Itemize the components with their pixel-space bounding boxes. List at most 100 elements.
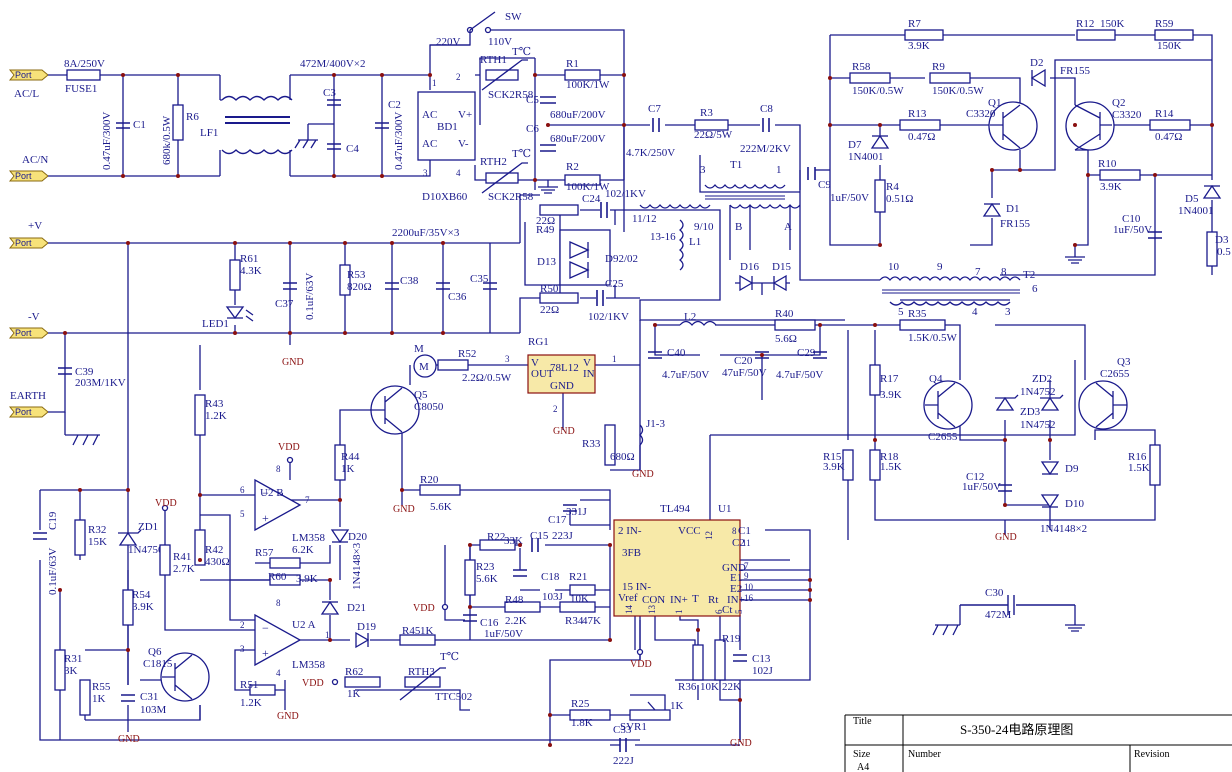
svg-text:2.2K: 2.2K — [505, 615, 527, 627]
svg-text:R13: R13 — [908, 108, 927, 120]
transformer-t1: 3 T1 1 — [700, 159, 786, 200]
svg-text:680uF/200V: 680uF/200V — [550, 133, 606, 145]
svg-text:A4: A4 — [857, 762, 869, 772]
svg-text:C17: C17 — [548, 514, 567, 526]
svg-text:3.9K: 3.9K — [296, 573, 318, 585]
svg-text:1.2K: 1.2K — [205, 410, 227, 422]
svg-text:R34: R34 — [565, 615, 584, 627]
svg-text:3K: 3K — [64, 665, 78, 677]
ground-3: GND — [282, 333, 304, 368]
svg-text:150K/0.5W: 150K/0.5W — [852, 85, 904, 97]
transistor-q2: Q2 C3320 — [1065, 97, 1142, 151]
svg-text:R16: R16 — [1128, 451, 1147, 463]
svg-text:RG1: RG1 — [528, 336, 549, 348]
resistor-r10: R10 3.9K — [1098, 158, 1141, 193]
vdd-5: VDD — [630, 648, 652, 670]
svg-text:0.47Ω: 0.47Ω — [1155, 131, 1182, 143]
svg-text:D1: D1 — [1006, 203, 1019, 215]
svg-text:GND: GND — [277, 711, 299, 722]
thermistor-rth1: RTH1 T℃ SCK2R58 — [480, 46, 534, 101]
svg-text:3: 3 — [1005, 306, 1011, 318]
svg-text:IN: IN — [583, 368, 595, 380]
svg-text:11: 11 — [742, 538, 751, 548]
resistor-r31: R31 3K — [54, 649, 82, 691]
svg-text:22Ω: 22Ω — [540, 304, 559, 316]
svg-text:ZD1: ZD1 — [138, 521, 158, 533]
svg-text:220V: 220V — [436, 36, 461, 48]
svg-text:V+: V+ — [458, 109, 472, 121]
transistor-q4: Q4 C2655 — [923, 373, 973, 443]
diode-d9: D9 — [1040, 461, 1079, 476]
svg-text:4.3K: 4.3K — [240, 265, 262, 277]
capacitor-c36: C36 — [436, 282, 467, 303]
thermistor-rth2: RTH2 T℃ SCK2R58 — [480, 148, 534, 203]
svg-text:RTH3: RTH3 — [408, 666, 435, 678]
port-ac-l: Port AC/L — [8, 69, 49, 100]
svg-text:7: 7 — [305, 495, 310, 505]
svg-text:C36: C36 — [448, 291, 467, 303]
svg-text:LM358: LM358 — [292, 532, 326, 544]
svg-text:15K: 15K — [88, 536, 107, 548]
dual-diode-d13: D13 D92/02 — [537, 229, 638, 286]
resistor-r42: R42 430Ω — [194, 529, 230, 568]
svg-text:C30: C30 — [985, 587, 1004, 599]
svg-text:GND: GND — [730, 738, 752, 749]
resistor-r61: R61 4.3K — [229, 253, 262, 291]
diode-d10: D10 1N4148×2 — [1040, 494, 1087, 535]
svg-text:Ct: Ct — [722, 604, 732, 616]
fuse-fuse1: 8A/250V FUSE1 — [64, 58, 105, 95]
svg-text:T℃: T℃ — [512, 46, 531, 58]
svg-text:223J: 223J — [552, 530, 574, 542]
bridge-rectifier-bd1: AC AC V+ V- BD1 D10XB60 1 2 3 4 — [417, 72, 476, 203]
svg-text:0.1uF/63V: 0.1uF/63V — [304, 273, 316, 320]
svg-text:U2 B: U2 B — [260, 487, 284, 499]
svg-text:15 IN-: 15 IN- — [622, 581, 651, 593]
capacitor-c19: C19 0.1uF/63V — [33, 511, 59, 595]
resistor-r25: R25 1.8K — [569, 698, 611, 729]
svg-text:B: B — [735, 221, 742, 233]
capacitor-c15: C15 223J — [530, 530, 574, 552]
svg-text:C19: C19 — [47, 511, 59, 530]
svg-text:C9: C9 — [818, 179, 831, 191]
svg-text:D2: D2 — [1030, 57, 1043, 69]
ground-9: GND — [393, 490, 415, 515]
svg-text:Vref: Vref — [618, 592, 638, 604]
svg-text:3: 3 — [240, 644, 245, 654]
svg-text:C25: C25 — [605, 278, 624, 290]
resistor-r3: R3 22Ω/5W — [694, 107, 733, 141]
svg-text:C29: C29 — [797, 347, 816, 359]
resistor-r21: R21 10K — [569, 571, 596, 605]
svg-text:5.6K: 5.6K — [476, 573, 498, 585]
capacitor-c18: C18 103J — [513, 569, 564, 603]
svg-text:102J: 102J — [752, 665, 774, 677]
port-neg-v-label: -V — [28, 311, 40, 323]
ground-2 — [1065, 245, 1085, 264]
diode-d20: D20 1N4148×3 — [330, 529, 367, 590]
svg-text:4.7K/250V: 4.7K/250V — [626, 147, 675, 159]
port-pos-v: Port +V — [8, 220, 49, 249]
svg-text:22K: 22K — [722, 681, 741, 693]
svg-text:2: 2 — [456, 72, 461, 82]
svg-text:8: 8 — [276, 464, 281, 474]
svg-text:C4: C4 — [346, 143, 359, 155]
svg-text:5.6K: 5.6K — [430, 501, 452, 513]
svg-text:1: 1 — [432, 78, 437, 88]
svg-text:U2 A: U2 A — [292, 619, 316, 631]
svg-text:Port: Port — [15, 407, 32, 417]
svg-text:820Ω: 820Ω — [347, 281, 372, 293]
svg-text:C5: C5 — [526, 94, 539, 106]
svg-text:R50: R50 — [540, 283, 559, 295]
capacitor-c6: C6 680uF/200V — [526, 123, 606, 152]
transistor-q3: Q3 C2655 — [1078, 356, 1131, 430]
svg-text:0.47Ω: 0.47Ω — [908, 131, 935, 143]
svg-text:VDD: VDD — [413, 603, 435, 614]
svg-text:1K: 1K — [347, 688, 361, 700]
zener-zd1: ZD1 1N4750 — [118, 521, 164, 556]
svg-text:47uF/50V: 47uF/50V — [722, 367, 767, 379]
svg-text:1N4752: 1N4752 — [1020, 386, 1055, 398]
svg-text:OUT: OUT — [531, 368, 554, 380]
svg-text:1N4148×2: 1N4148×2 — [1040, 523, 1087, 535]
resistor-r53: R53 820Ω — [339, 264, 372, 296]
resistor-r18: R18 1.5K — [869, 449, 902, 481]
resistor-r55: R55 1K — [79, 679, 111, 716]
